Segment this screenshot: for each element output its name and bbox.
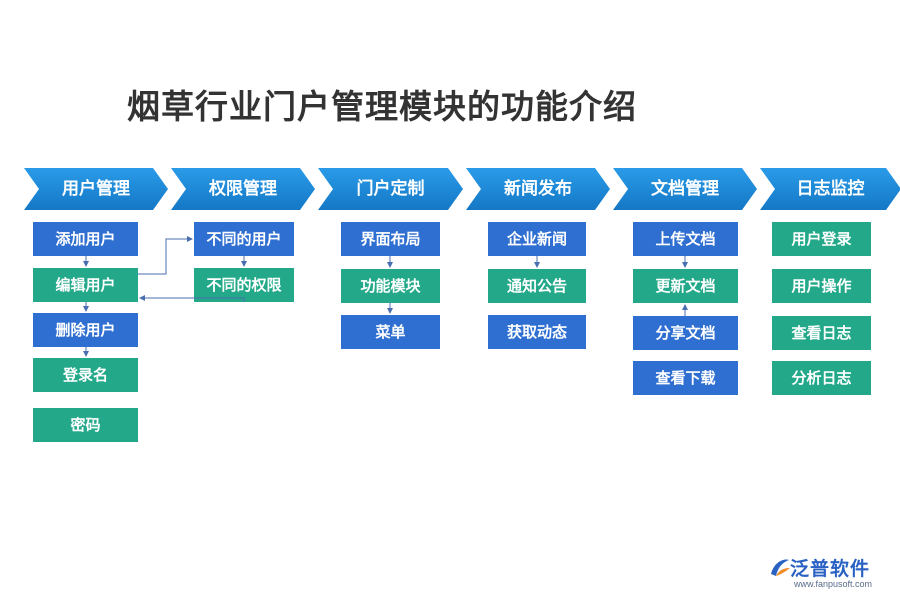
fanpu-logo: 泛普软件 www.fanpusoft.com (768, 556, 898, 596)
chevron-news-publishing (466, 168, 610, 210)
box-menu: 菜单 (341, 315, 440, 349)
logo-name: 泛普软件 (790, 558, 871, 580)
header-news-publishing: 新闻发布 (504, 179, 572, 199)
box-upload-document: 上传文档 (633, 222, 738, 256)
box-interface-layout: 界面布局 (341, 222, 440, 256)
header-portal-customization: 门户定制 (356, 179, 425, 199)
logo-url: www.fanpusoft.com (794, 579, 873, 589)
box-update-document: 更新文档 (633, 269, 738, 303)
box-view-logs: 查看日志 (772, 316, 871, 350)
chevron-portal-customization (318, 168, 463, 210)
box-share-document: 分享文档 (633, 316, 738, 350)
header-log-monitoring: 日志监控 (796, 179, 865, 199)
header-permission-management: 权限管理 (209, 179, 277, 199)
box-get-updates: 获取动态 (488, 315, 586, 349)
box-function-modules: 功能模块 (341, 269, 440, 303)
fanpu-logo-icon (771, 559, 790, 576)
box-different-permissions: 不同的权限 (194, 268, 294, 302)
box-enterprise-news: 企业新闻 (488, 222, 586, 256)
box-view-download: 查看下载 (633, 361, 738, 395)
chevron-document-management (613, 168, 757, 210)
header-user-management: 用户管理 (62, 179, 130, 199)
box-login-name: 登录名 (33, 358, 138, 392)
chevron-log-monitoring (760, 168, 900, 210)
box-edit-user: 编辑用户 (33, 268, 138, 302)
page-title: 烟草行业门户管理模块的功能介绍 (127, 87, 637, 126)
chevron-user-management (24, 168, 168, 210)
box-user-login: 用户登录 (772, 222, 871, 256)
header-document-management: 文档管理 (651, 179, 719, 199)
box-different-users: 不同的用户 (194, 222, 294, 256)
box-user-operations: 用户操作 (772, 269, 871, 303)
box-add-user: 添加用户 (33, 222, 138, 256)
box-delete-user: 删除用户 (33, 313, 138, 347)
chevron-permission-management (171, 168, 315, 210)
box-analyze-logs: 分析日志 (772, 361, 871, 395)
box-password: 密码 (33, 408, 138, 442)
box-notices: 通知公告 (488, 269, 586, 303)
